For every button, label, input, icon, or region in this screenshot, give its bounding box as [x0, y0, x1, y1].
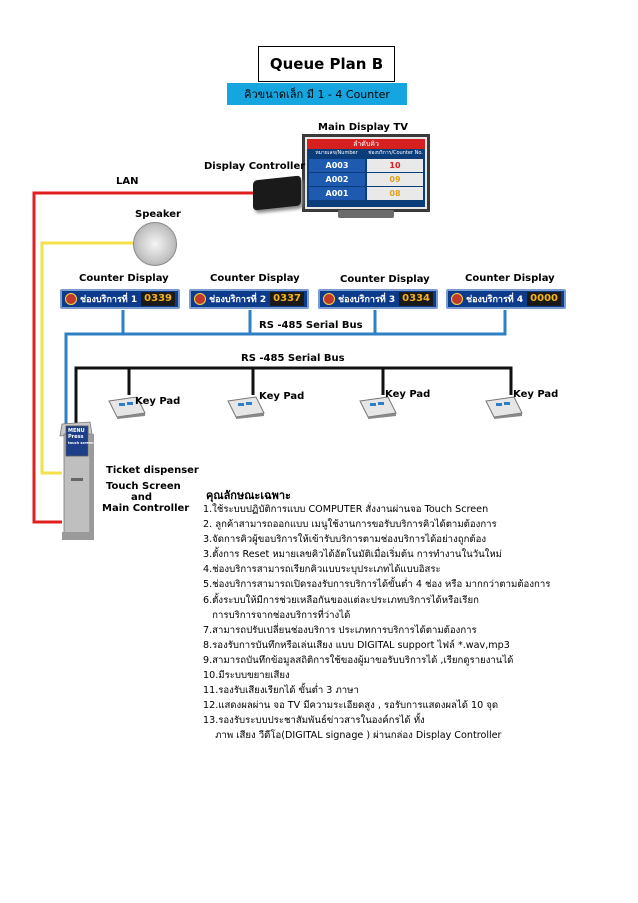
- kiosk-menu-text: MENU: [68, 428, 85, 434]
- kiosk-press-text: Press: [68, 434, 84, 440]
- tv-queue-number: A001: [309, 187, 365, 200]
- feature-item: 9.สามารถบันทึกข้อมูลสถิติการใช้ของผู้มาข…: [203, 654, 514, 666]
- tv-screen: ลำดับคิว หมายเลข/Number ช่องบริการ/Count…: [307, 139, 425, 207]
- tv-queue-number: A002: [309, 173, 365, 186]
- rs485-blue-bus: [64, 310, 507, 432]
- tv-col-counter: ช่องบริการ/Counter No.: [368, 150, 423, 156]
- and-label: and: [131, 492, 153, 503]
- counter-display-4: ช่องบริการที่ 4 0000: [446, 289, 566, 309]
- feature-item: 8.รองรับการบันทึกหรือเล่นเสียง แบบ DIGIT…: [203, 639, 510, 651]
- feature-item: 12.แสดงผลผ่าน จอ TV มีความระเอียดสูง , ร…: [203, 700, 499, 712]
- tv-row: A001 08: [309, 187, 423, 200]
- feature-item: 3.จัดการคิวผู้ขอบริการให้เข้ารับบริการตา…: [203, 534, 487, 546]
- feature-item: 11.รองรับเสียงเรียกได้ ขั้นต่ำ 3 ภาษา: [203, 685, 359, 697]
- counter-text: ช่องบริการที่ 1: [80, 295, 138, 305]
- emblem-icon: [323, 293, 335, 305]
- counter-number: 0337: [270, 292, 304, 306]
- feature-item: 4.ช่องบริการสามารถเรียกคิวแบบระบุประเภทไ…: [203, 564, 441, 576]
- counter-text: ช่องบริการที่ 2: [209, 295, 267, 305]
- emblem-icon: [451, 293, 463, 305]
- counter-text: ช่องบริการที่ 3: [338, 295, 396, 305]
- tv-row: A002 09: [309, 173, 423, 186]
- lan-wire: [32, 191, 253, 524]
- tv-header: ลำดับคิว: [307, 139, 425, 149]
- tv-stand-icon: [338, 210, 394, 218]
- counter-display-1: ช่องบริการที่ 1 0339: [60, 289, 180, 309]
- plan-title: Queue Plan B: [258, 46, 395, 82]
- keypad-icon: [108, 396, 146, 419]
- counter-number: 0000: [527, 292, 561, 306]
- counter-text: ช่องบริการที่ 4: [466, 295, 524, 305]
- counter-number: 0339: [141, 292, 175, 306]
- emblem-icon: [65, 293, 77, 305]
- counter-display-label: Counter Display: [340, 274, 430, 285]
- tv-counter-number: 08: [367, 187, 423, 200]
- counter-display-label: Counter Display: [79, 273, 169, 284]
- rs485-black-bus: [74, 366, 513, 432]
- counter-display-2: ช่องบริการที่ 2 0337: [189, 289, 309, 309]
- main-display-tv: ลำดับคิว หมายเลข/Number ช่องบริการ/Count…: [302, 134, 430, 212]
- tv-counter-number: 09: [367, 173, 423, 186]
- keypad-label: Key Pad: [385, 389, 431, 400]
- features-heading: คุณลักษณะเฉพาะ: [206, 489, 291, 502]
- feature-item: 3.ตั้งการ Reset หมายเลขคิวได้อัตโนมัติเม…: [203, 549, 502, 561]
- tv-queue-number: A003: [309, 159, 365, 172]
- touch-screen-label: Touch Screen: [106, 481, 181, 492]
- tv-counter-number: 10: [367, 159, 423, 172]
- keypad-label: Key Pad: [135, 396, 181, 407]
- feature-item: 1.ใช้ระบบปฏิบัติการแบบ COMPUTER สั่งงานผ…: [203, 504, 489, 515]
- main-display-label: Main Display TV: [318, 122, 408, 133]
- tv-row: A003 10: [309, 159, 423, 172]
- speaker-label: Speaker: [135, 209, 181, 220]
- kiosk-touch-text: touch screen: [68, 441, 94, 445]
- keypad-label: Key Pad: [259, 391, 305, 402]
- speaker-icon: [133, 222, 177, 266]
- feature-item: 5.ช่องบริการสามารถเปิดรองรับการบริการได้…: [203, 579, 551, 591]
- keypad-icon: [485, 396, 523, 419]
- tv-col-queue: หมายเลข/Number: [315, 150, 358, 156]
- feature-item: 13.รองรับระบบประชาสัมพันธ์ข่าวสารในองค์ก…: [203, 715, 425, 727]
- feature-item: 2. ลูกค้าสามารถออกแบบ เมนูใช้งานการขอรับ…: [203, 519, 497, 531]
- main-controller-label: Main Controller: [102, 503, 190, 514]
- feature-item: การบริการจากช่องบริการที่ว่างได้: [203, 609, 351, 621]
- counter-display-label: Counter Display: [465, 273, 555, 284]
- tv-columns: หมายเลข/Number ช่องบริการ/Counter No.: [307, 149, 425, 158]
- feature-item: ภาพ เสียง วีดีโอ(DIGITAL signage ) ผ่านก…: [203, 730, 502, 742]
- keypad-icon: [227, 396, 265, 419]
- feature-item: 10.มีระบบขยายเสียง: [203, 670, 290, 682]
- display-controller-box-icon: [253, 175, 301, 211]
- plan-subtitle: คิวขนาดเล็ก มี 1 - 4 Counter: [227, 83, 407, 105]
- ticket-dispenser-kiosk-icon: MENU Press touch screen: [56, 420, 96, 542]
- rs485-label-bottom: RS -485 Serial Bus: [241, 353, 345, 364]
- speaker-wire: [40, 241, 135, 475]
- features-list: 1.ใช้ระบบปฏิบัติการแบบ COMPUTER สั่งงานผ…: [203, 502, 550, 744]
- rs485-label-top: RS -485 Serial Bus: [259, 320, 363, 331]
- counter-number: 0334: [399, 292, 433, 306]
- keypad-icon: [359, 396, 397, 419]
- lan-label: LAN: [116, 176, 139, 187]
- ticket-dispenser-label: Ticket dispenser: [106, 465, 199, 476]
- emblem-icon: [194, 293, 206, 305]
- keypad-label: Key Pad: [513, 389, 559, 400]
- counter-display-label: Counter Display: [210, 273, 300, 284]
- feature-item: 6.ตั้งระบบให้มีการช่วยเหลือกันของแต่ละปร…: [203, 594, 479, 606]
- feature-item: 7.สามารถปรับเปลี่ยนช่องบริการ ประเภทการบ…: [203, 624, 477, 636]
- counter-display-3: ช่องบริการที่ 3 0334: [318, 289, 438, 309]
- display-controller-label: Display Controller: [204, 161, 306, 172]
